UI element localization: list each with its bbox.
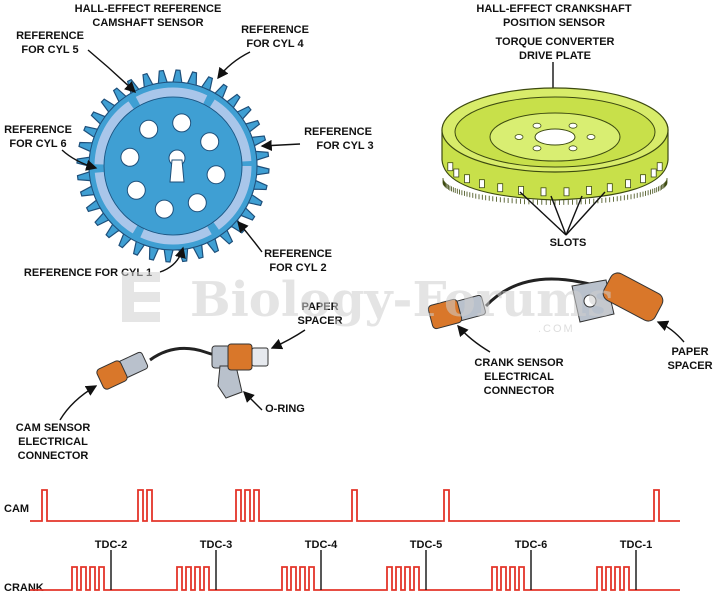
ref-cyl4-line2: FOR CYL 4	[246, 38, 304, 50]
plate-label-line1: TORQUE CONVERTER	[496, 36, 615, 48]
cam-connector-leader	[59, 385, 98, 421]
plate-slot	[640, 174, 646, 184]
ref-cyl5-leader	[87, 49, 137, 93]
plate-slot	[518, 185, 524, 195]
crank-connector-line2: ELECTRICAL	[484, 371, 554, 383]
crank-connector-leader	[457, 324, 491, 353]
ref-cyl1-label: REFERENCE FOR CYL 1	[24, 267, 152, 279]
crank-sensor-body	[571, 272, 664, 323]
gear-hole	[126, 180, 146, 200]
tdc-label: TDC-2	[95, 539, 127, 551]
plate-slot	[625, 179, 631, 189]
cam-paper-spacer-leader	[270, 329, 306, 350]
plate-slot	[464, 174, 470, 184]
tdc-markers: TDC-2 TDC-3 TDC-4 TDC-5 TDC-6 TDC-1	[95, 539, 652, 590]
tdc-label: TDC-3	[200, 539, 232, 551]
tdc-label: TDC-6	[515, 539, 547, 551]
watermark-logo	[122, 272, 160, 322]
cam-signal-trace	[30, 489, 680, 522]
crank-signal-trace	[30, 566, 680, 591]
ref-cyl1-leader	[159, 246, 186, 273]
plate-bolt-hole	[586, 134, 596, 140]
slots-label: SLOTS	[550, 237, 587, 249]
plate-slot	[447, 162, 454, 172]
ref-cyl4-line1: REFERENCE	[241, 24, 309, 36]
gear-hole	[200, 132, 220, 152]
plate-slot	[656, 162, 663, 172]
gear-holes	[120, 113, 226, 219]
cam-waveform-label: CAM	[4, 503, 29, 515]
gear-hole	[139, 119, 159, 139]
plate-bolt-hole	[568, 145, 578, 152]
ref-cyl2-line1: REFERENCE	[264, 248, 332, 260]
timing-waveforms: CAM CRANK TDC-2 TDC-3 TDC-4 TDC-5 TDC-6 TDC-1	[4, 489, 680, 594]
camshaft-reluctor-gear	[76, 69, 270, 263]
crank-waveform-label: CRANK	[4, 582, 44, 594]
plate-slot	[540, 187, 547, 197]
plate-slot	[650, 168, 657, 178]
ref-cyl6-line2: FOR CYL 6	[9, 138, 66, 150]
o-ring-label: O-RING	[265, 403, 305, 415]
plate-slot	[563, 187, 570, 197]
crank-paper-spacer-leader	[656, 320, 685, 343]
plate-bolt-hole	[568, 122, 578, 129]
plate-slot	[586, 185, 592, 195]
tdc-label: TDC-5	[410, 539, 442, 551]
plate-slot	[478, 179, 485, 189]
camshaft-sensor-diagram: HALL-EFFECT REFERENCE CAMSHAFT SENSOR RE…	[4, 3, 374, 279]
plate-slot	[497, 183, 504, 193]
crankshaft-sensor-diagram: HALL-EFFECT CRANKSHAFT POSITION SENSOR T…	[441, 3, 669, 249]
plate-slot	[453, 168, 460, 178]
gear-hole	[120, 147, 140, 167]
plate-bolt-hole	[514, 134, 524, 140]
crank-connector-line3: CONNECTOR	[484, 385, 555, 397]
gear-hole	[172, 113, 192, 133]
ref-cyl3-line1: REFERENCE	[304, 126, 372, 138]
cam-connector-line2: ELECTRICAL	[18, 436, 88, 448]
crank-connector-line1: CRANK SENSOR	[474, 357, 563, 369]
ref-cyl6-line1: REFERENCE	[4, 124, 72, 136]
ref-cyl5-line1: REFERENCE	[16, 30, 84, 42]
watermark-suffix: .COM	[538, 323, 575, 335]
crank-paper-spacer-line1: PAPER	[671, 346, 708, 358]
torque-converter-drive-plate	[441, 87, 669, 205]
cam-sensor-connector	[96, 351, 149, 390]
ref-cyl2-leader	[237, 220, 263, 253]
cam-title-line2: CAMSHAFT SENSOR	[92, 17, 203, 29]
cam-paper-spacer-line2: SPACER	[297, 315, 342, 327]
crank-paper-spacer-line2: SPACER	[667, 360, 712, 372]
tdc-label: TDC-1	[620, 539, 652, 551]
cam-paper-spacer-line1: PAPER	[301, 301, 338, 313]
crank-sensor-assembly: CRANK SENSOR ELECTRICAL CONNECTOR PAPER …	[427, 272, 713, 397]
plate-label-line2: DRIVE PLATE	[519, 50, 591, 62]
cam-connector-line1: CAM SENSOR	[16, 422, 91, 434]
ref-cyl2-line2: FOR CYL 2	[269, 262, 326, 274]
watermark-text: Biology-Forums	[190, 272, 614, 328]
plate-bolt-hole	[532, 145, 542, 152]
watermark: Biology-Forums .COM	[122, 272, 614, 335]
gear-hole	[154, 199, 174, 219]
cam-sensor-body	[211, 343, 269, 399]
gear-hole	[187, 193, 207, 213]
o-ring-leader	[243, 391, 263, 411]
crank-title-line2: POSITION SENSOR	[503, 17, 605, 29]
gear-vane-ring	[94, 87, 252, 245]
plate-bolt-hole	[532, 122, 542, 129]
ref-cyl6-leader	[61, 149, 98, 171]
ref-cyl3-line2: FOR CYL 3	[316, 140, 373, 152]
plate-slot	[606, 183, 613, 193]
keyhole	[168, 149, 186, 183]
gear-hole	[206, 165, 226, 185]
tdc-label: TDC-4	[305, 539, 338, 551]
crank-title-line1: HALL-EFFECT CRANKSHAFT	[476, 3, 631, 15]
ref-cyl5-line2: FOR CYL 5	[21, 44, 78, 56]
cam-connector-line3: CONNECTOR	[18, 450, 89, 462]
cam-sensor-assembly: PAPER SPACER O-RING CAM SENSOR ELECTRICA…	[16, 301, 343, 462]
cam-title-line1: HALL-EFFECT REFERENCE	[75, 3, 222, 15]
slots-leaders	[519, 191, 606, 236]
ref-cyl4-leader	[217, 51, 251, 80]
ref-cyl3-leader	[260, 139, 301, 152]
crank-sensor-connector	[427, 294, 486, 330]
